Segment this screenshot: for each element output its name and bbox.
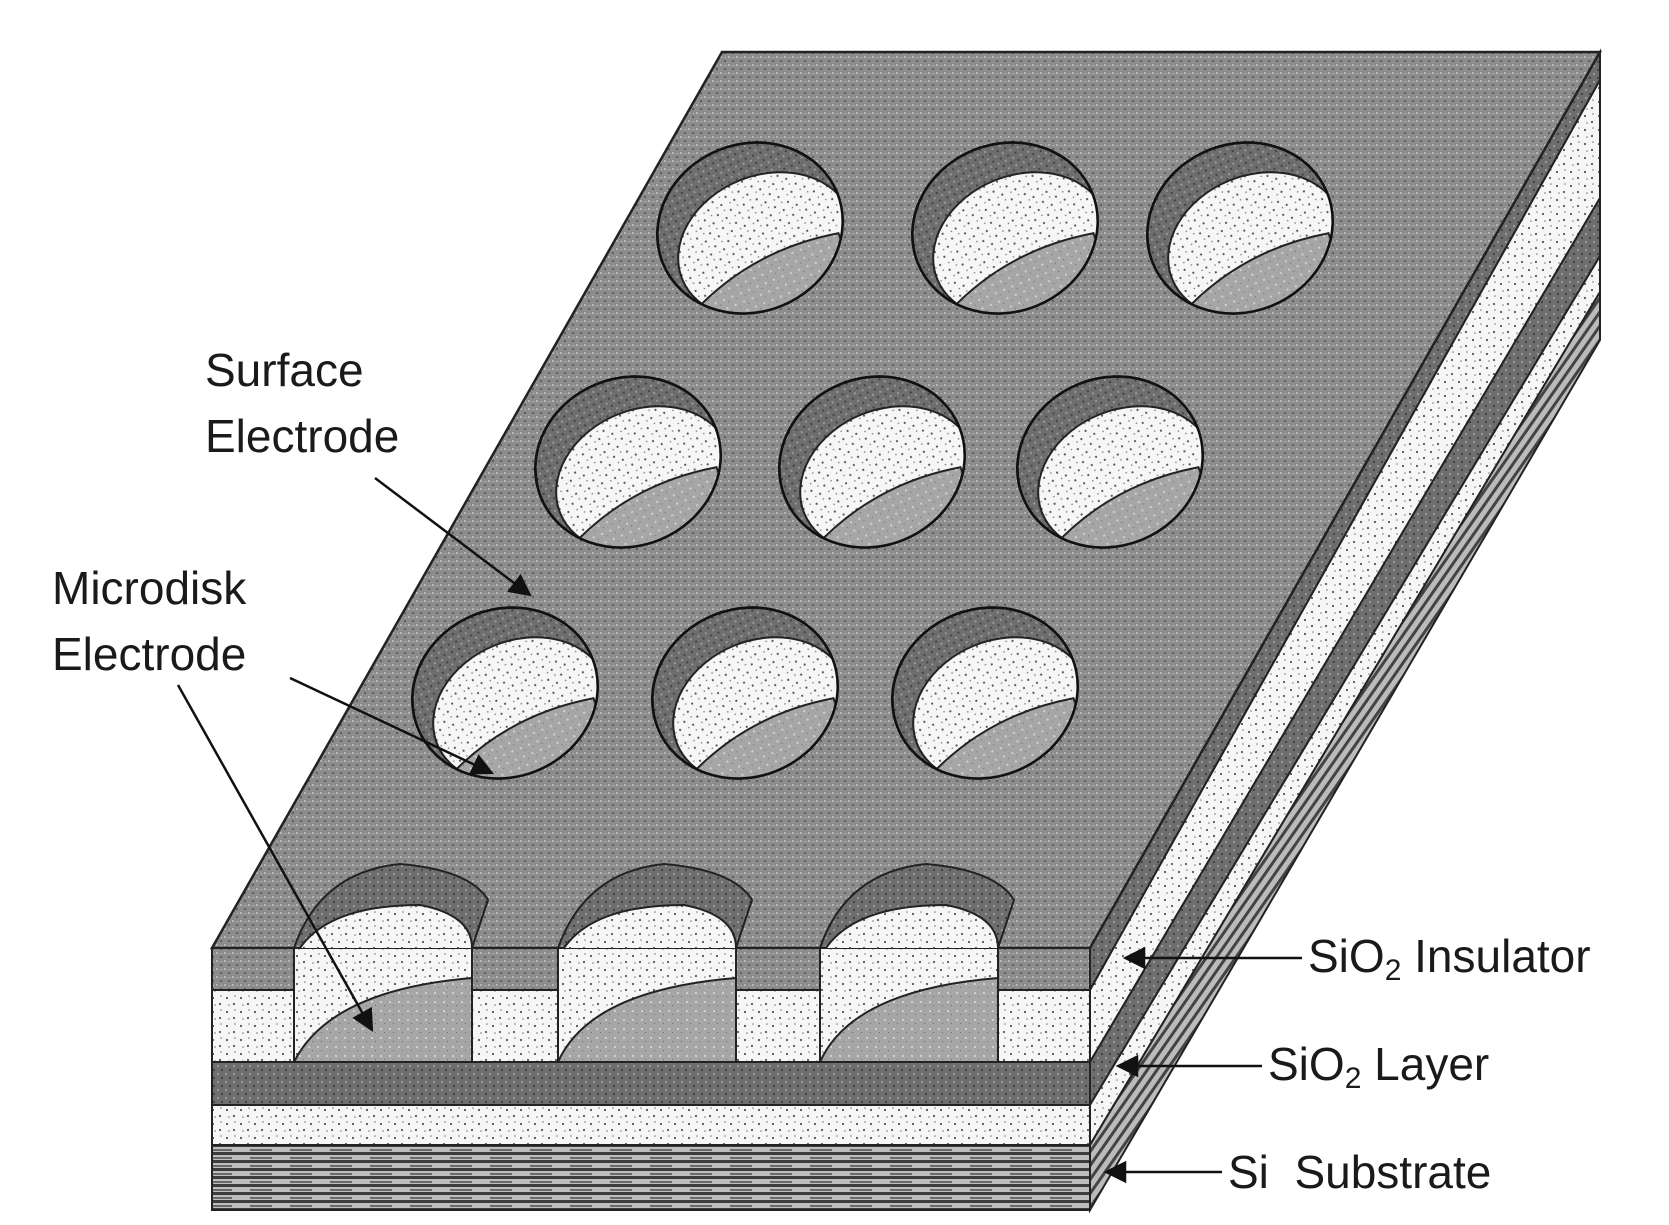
microdisk-wells <box>411 141 1353 807</box>
front-base-dot-layer <box>211 1104 1091 1146</box>
microdisk-electrode-label-line1: Microdisk <box>52 562 247 614</box>
microdisk-well <box>778 375 985 576</box>
front-well-2 <box>556 862 754 1063</box>
microdisk-well <box>1016 375 1223 576</box>
front-si-substrate <box>211 1144 1091 1211</box>
microdisk-electrode-label-line2: Electrode <box>52 628 246 680</box>
sio2-layer-label: SiO2 Layer <box>1268 1038 1489 1095</box>
front-well-1 <box>292 862 490 1063</box>
surface-electrode-label-line1: Surface <box>205 344 364 396</box>
microdisk-arrow-lower <box>176 684 374 1032</box>
front-well-3 <box>818 862 1016 1063</box>
front-sio2-layer <box>211 1061 1091 1106</box>
leader-lines <box>176 477 1302 1184</box>
microdisk-well <box>651 606 858 807</box>
front-section <box>211 862 1091 1211</box>
surface-electrode-label-line2: Electrode <box>205 410 399 462</box>
sio2-insulator-label: SiO2 Insulator <box>1308 930 1591 987</box>
microdisk-well <box>656 141 863 342</box>
microdisk-arrow-upper <box>289 676 495 775</box>
side-layers <box>1089 48 1601 1214</box>
labels: Surface Electrode Microdisk Electrode Si… <box>52 344 1591 1198</box>
surface-electrode-arrow <box>374 477 532 597</box>
si-substrate-label: Si Substrate <box>1228 1146 1491 1198</box>
microdisk-well <box>891 606 1098 807</box>
